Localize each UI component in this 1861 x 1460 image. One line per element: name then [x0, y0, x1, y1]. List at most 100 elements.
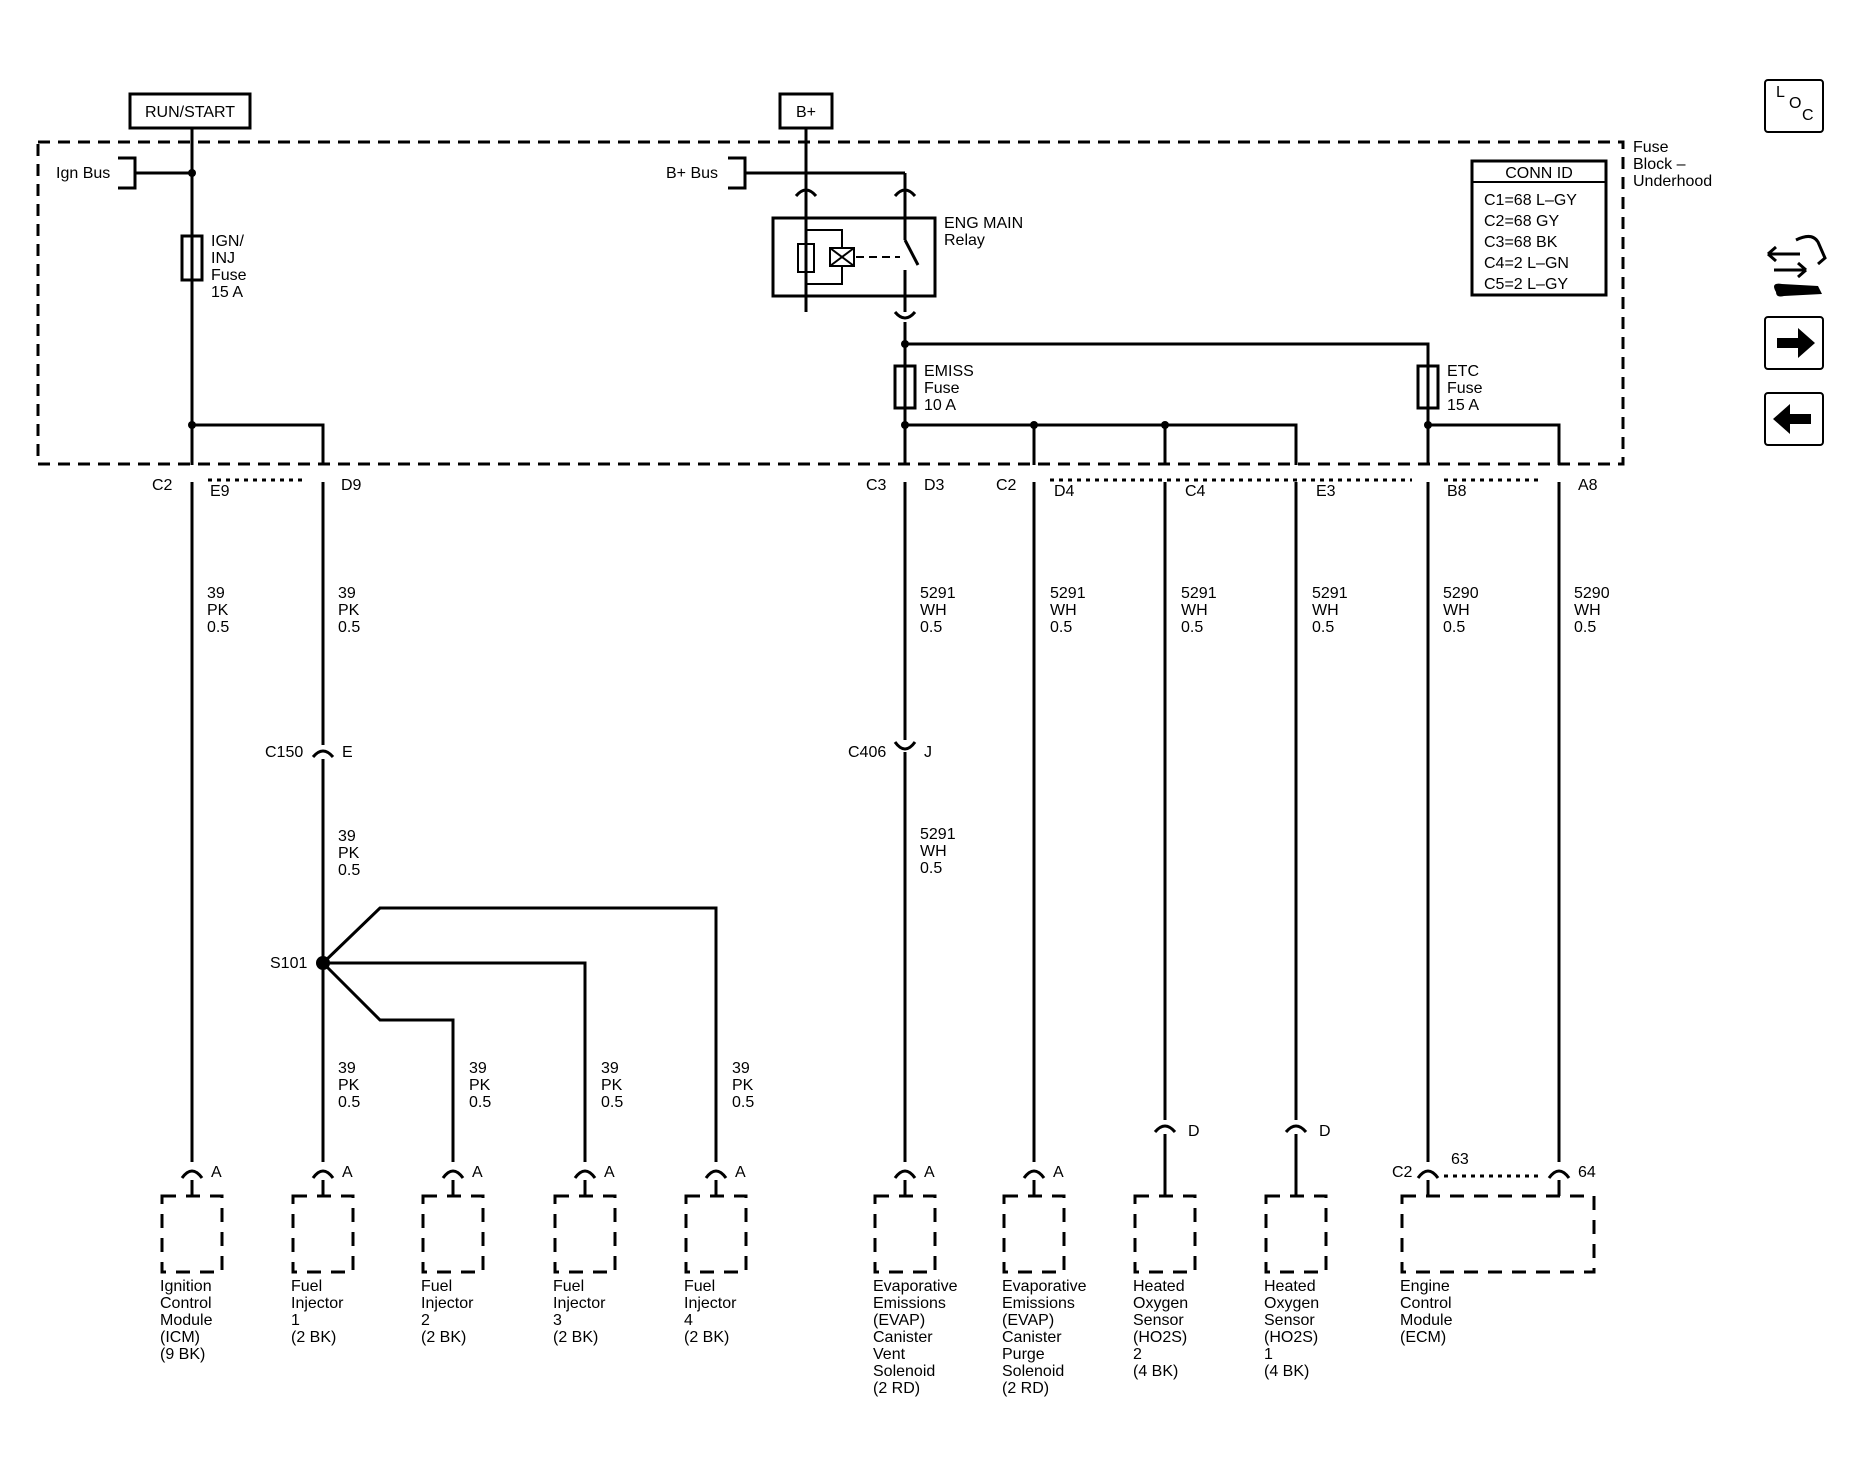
wire-color: PK	[469, 1077, 491, 1094]
run-start-box	[128, 92, 252, 130]
evap-vent-name: Canister	[873, 1329, 933, 1346]
inj4-pin-a: A	[735, 1164, 746, 1181]
wire-circuit: 39	[207, 585, 225, 602]
evap-purge-name: Solenoid	[1002, 1363, 1064, 1380]
wire-color: PK	[338, 1077, 360, 1094]
inj3-name: Fuel	[553, 1278, 584, 1295]
pin-d9: D9	[341, 477, 362, 494]
wire-circuit: 5291	[1050, 585, 1086, 602]
pin-d4: D4	[1054, 483, 1075, 500]
evap-vent-pin-a: A	[924, 1164, 935, 1181]
wire-color: PK	[338, 845, 360, 862]
inj3-name: (2 BK)	[553, 1329, 598, 1346]
evap-purge-name: (2 RD)	[1002, 1380, 1049, 1397]
eng-main-relay	[771, 196, 937, 312]
wire-size: 0.5	[1050, 619, 1072, 636]
conn-id-row: C5=2 L–GY	[1484, 276, 1568, 293]
wire-size: 0.5	[732, 1094, 754, 1111]
component-boxes	[160, 1194, 1596, 1274]
next-page-button[interactable]	[1764, 316, 1824, 370]
wire-circuit: 5291	[920, 585, 956, 602]
conn-id-row: C4=2 L–GN	[1484, 255, 1569, 272]
wire-color: WH	[1050, 602, 1077, 619]
ign-fuse-label-2: INJ	[211, 250, 235, 267]
conn-id-table: CONN ID C1=68 L–GY C2=68 GY C3=68 BK C4=…	[1470, 159, 1608, 297]
evap-purge-name: Canister	[1002, 1329, 1062, 1346]
evap-purge-pin-a: A	[1053, 1164, 1064, 1181]
pin-c2: C2	[152, 477, 173, 494]
loc-letter: L	[1776, 84, 1785, 101]
inj2-name: 2	[421, 1312, 430, 1329]
inj2-name: Injector	[421, 1295, 474, 1312]
evap-vent-name: (EVAP)	[873, 1312, 925, 1329]
ho2s-d-connectors	[1153, 1124, 1308, 1196]
ecm-pin-63: 63	[1451, 1151, 1469, 1168]
pin-b8: B8	[1447, 483, 1467, 500]
wire-size: 0.5	[920, 619, 942, 636]
fuel-injector-3-box	[553, 1194, 617, 1274]
emiss-fuse-label-3: 10 A	[924, 397, 956, 414]
wire-circuit: 39	[338, 1060, 356, 1077]
wire-circuit: 5291	[1312, 585, 1348, 602]
wire-circuit: 39	[732, 1060, 750, 1077]
emiss-fuse-label-1: EMISS	[924, 363, 974, 380]
wire-circuit: 39	[601, 1060, 619, 1077]
etc-fuse-label-3: 15 A	[1447, 397, 1479, 414]
loc-letter: O	[1789, 95, 1801, 112]
wire-circuit: 39	[469, 1060, 487, 1077]
evap-vent-name: Emissions	[873, 1295, 946, 1312]
pin-e3: E3	[1316, 483, 1336, 500]
ign-fuse-label-1: IGN/	[211, 233, 244, 250]
wire-color: WH	[1443, 602, 1470, 619]
arrow-left-icon	[1773, 404, 1811, 434]
ecm-name: Control	[1400, 1295, 1452, 1312]
ho2s1-name: Heated	[1264, 1278, 1316, 1295]
wire-size: 0.5	[338, 862, 360, 879]
ho2s1-name: 1	[1264, 1346, 1273, 1363]
ecm-name: Module	[1400, 1312, 1453, 1329]
component-connector-pins	[180, 1169, 1571, 1196]
wire-color: PK	[207, 602, 229, 619]
fuse-block-label-1: Fuse	[1633, 139, 1669, 156]
inj4-name: Injector	[684, 1295, 737, 1312]
ho2s2-name: Sensor	[1133, 1312, 1184, 1329]
location-button[interactable]: L O C	[1764, 79, 1824, 133]
c150-pin: E	[342, 744, 353, 761]
connector-repair-icon[interactable]	[1767, 235, 1827, 297]
wire-circuit: 5291	[1181, 585, 1217, 602]
icm-box	[160, 1194, 224, 1274]
relay-label-2: Relay	[944, 232, 985, 249]
inline-connector-c150	[311, 749, 335, 775]
wire-circuit: 5290	[1443, 585, 1479, 602]
ign-bus-label: Ign Bus	[56, 165, 110, 182]
ho2s1-name: (4 BK)	[1264, 1363, 1309, 1380]
relay-label-1: ENG MAIN	[944, 215, 1023, 232]
wire-size: 0.5	[469, 1094, 491, 1111]
ign-fuse-label-3: Fuse	[211, 267, 247, 284]
c150-label: C150	[265, 744, 303, 761]
fuel-injector-2-box	[421, 1194, 485, 1274]
inline-connector-c406	[893, 725, 917, 751]
wire-size: 0.5	[1443, 619, 1465, 636]
evap-vent-name: Vent	[873, 1346, 906, 1363]
inj1-name: Injector	[291, 1295, 344, 1312]
wire-circuit: 5290	[1574, 585, 1610, 602]
previous-page-button[interactable]	[1764, 392, 1824, 446]
ho2s2-pin-d: D	[1188, 1123, 1200, 1140]
wire-color: WH	[920, 843, 947, 860]
ho2s2-name: Oxygen	[1133, 1295, 1188, 1312]
fuel-injector-4-box	[684, 1194, 748, 1274]
ign-inj-fuse	[180, 234, 204, 282]
fuse-block-label-3: Underhood	[1633, 173, 1712, 190]
bplus-bus-label: B+ Bus	[666, 165, 718, 182]
icm-name: Module	[160, 1312, 213, 1329]
fuse-block-border	[36, 140, 1625, 466]
conn-id-row: C1=68 L–GY	[1484, 192, 1577, 209]
s101-label: S101	[270, 955, 307, 972]
ho2s1-name: Sensor	[1264, 1312, 1315, 1329]
ho2s1-name: (HO2S)	[1264, 1329, 1318, 1346]
conn-id-title: CONN ID	[1505, 165, 1573, 182]
emiss-fuse-label-2: Fuse	[924, 380, 960, 397]
wire-circuit: 39	[338, 585, 356, 602]
